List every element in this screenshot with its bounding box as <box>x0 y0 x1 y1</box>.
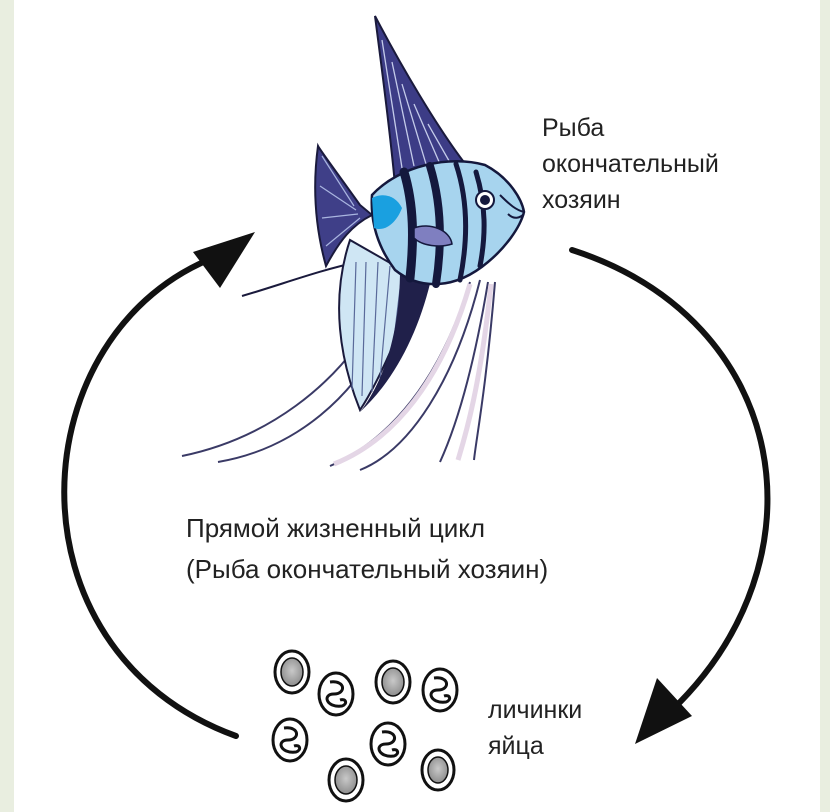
cycle-title-line1: Прямой жизненный цикл <box>186 508 548 549</box>
larva-egg-icon <box>273 719 307 761</box>
egg-icon <box>376 661 410 703</box>
host-label-line1: Рыба <box>542 110 719 146</box>
larva-egg-icon <box>371 723 405 765</box>
host-label-line2: окончательный <box>542 146 719 182</box>
cycle-arrow-left <box>64 256 236 736</box>
larva-egg-icon <box>319 673 353 715</box>
egg-icon <box>422 750 454 790</box>
cycle-title: Прямой жизненный цикл (Рыба окончательны… <box>186 508 548 590</box>
egg-label-line2: яйца <box>488 728 582 764</box>
arrowhead-right-icon <box>635 678 692 744</box>
egg-cluster <box>273 651 457 801</box>
cycle-arrow-right <box>572 250 767 712</box>
larva-egg-icon <box>423 669 457 711</box>
arrowhead-left-icon <box>193 232 255 288</box>
egg-label: личинки яйца <box>488 692 582 764</box>
host-label-line3: хозяин <box>542 182 719 218</box>
egg-icon <box>275 651 309 693</box>
host-label: Рыба окончательный хозяин <box>542 110 719 218</box>
egg-icon <box>329 759 363 801</box>
cycle-title-line2: (Рыба окончательный хозяин) <box>186 549 548 590</box>
egg-label-line1: личинки <box>488 692 582 728</box>
